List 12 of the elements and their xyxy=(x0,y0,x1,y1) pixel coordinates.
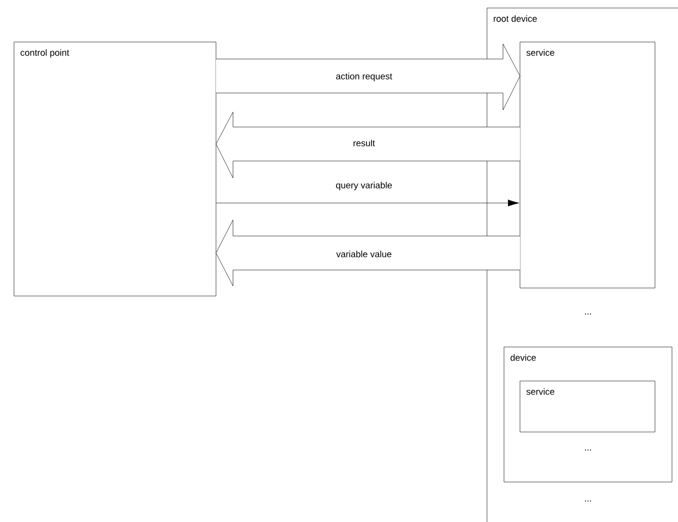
ellipsis: ... xyxy=(585,500,591,502)
box: control point xyxy=(14,42,216,296)
hollow-arrow xyxy=(216,220,520,286)
edge-label: query variable xyxy=(336,182,392,190)
edge-label: variable value xyxy=(336,250,392,258)
box: service xyxy=(520,380,656,432)
arrow xyxy=(216,200,520,206)
hollow-arrow xyxy=(216,112,520,178)
edge-label: result xyxy=(354,140,375,146)
hollow-arrow xyxy=(216,44,520,110)
edge-label: action request xyxy=(336,72,392,82)
box: service xyxy=(520,42,656,288)
